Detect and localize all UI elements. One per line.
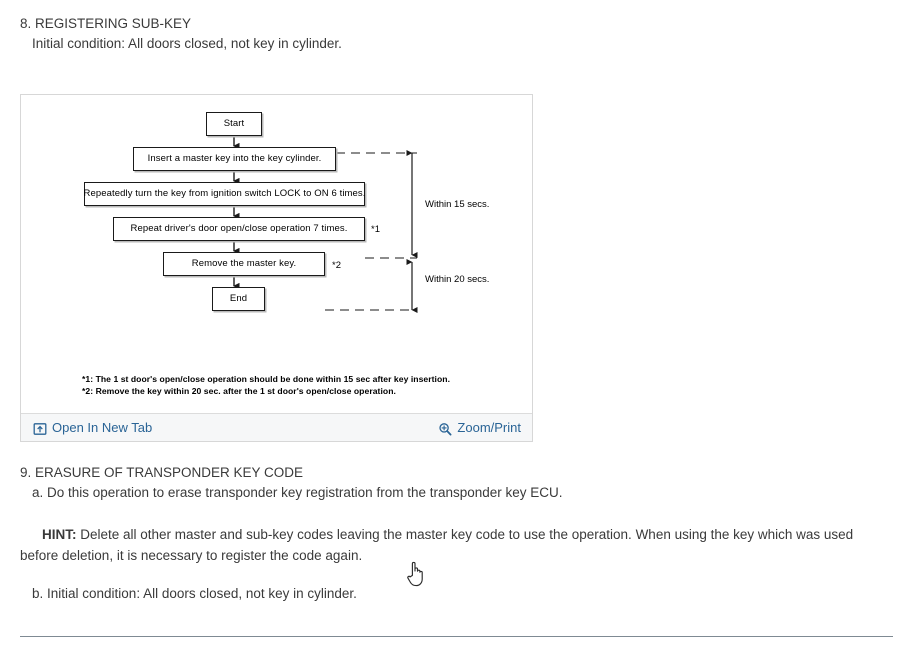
section-9-heading: 9. ERASURE OF TRANSPONDER KEY CODE (20, 465, 304, 480)
flow-node-end: End (212, 287, 265, 311)
hint-label: HINT: (42, 527, 77, 542)
magnifier-plus-icon (438, 422, 452, 436)
open-in-new-window-icon (33, 422, 47, 436)
section-9-item-b: b. Initial condition: All doors closed, … (32, 586, 357, 601)
section-8-initial-condition: Initial condition: All doors closed, not… (32, 36, 342, 51)
hint-paragraph: HINT: Delete all other master and sub-ke… (20, 524, 895, 566)
flow-node-start: Start (206, 112, 262, 136)
flow-node-turn-key-6-times: Repeatedly turn the key from ignition sw… (84, 182, 365, 206)
flowchart-connectors (232, 136, 418, 313)
bracket-label-within-20-secs: Within 20 secs. (425, 274, 490, 285)
bracket-label-within-15-secs: Within 15 secs. (425, 199, 490, 210)
section-8-heading: 8. REGISTERING SUB-KEY (20, 16, 192, 31)
zoom-print-button[interactable]: Zoom/Print (438, 418, 521, 437)
flowchart: Start Insert a master key into the key c… (21, 95, 532, 413)
flow-node-remove-master-key: Remove the master key. (163, 252, 325, 276)
figure-toolbar: Open In New Tab Zoom/Print (21, 413, 532, 441)
flow-marker-star-2: *2 (332, 260, 341, 271)
section-9-item-a: a. Do this operation to erase transponde… (32, 485, 563, 500)
figure-footnote-2: *2: Remove the key within 20 sec. after … (82, 386, 396, 396)
bottom-divider (20, 636, 893, 637)
flow-marker-star-1: *1 (371, 224, 380, 235)
figure-container: Start Insert a master key into the key c… (20, 94, 533, 442)
hint-body: Delete all other master and sub-key code… (20, 527, 854, 563)
open-in-new-tab-label: Open In New Tab (52, 420, 153, 435)
open-in-new-tab-button[interactable]: Open In New Tab (33, 418, 152, 437)
flow-node-door-open-close-7-times: Repeat driver's door open/close operatio… (113, 217, 365, 241)
flow-node-insert-master-key: Insert a master key into the key cylinde… (133, 147, 336, 171)
zoom-print-label: Zoom/Print (457, 420, 521, 435)
flowchart-image[interactable]: Start Insert a master key into the key c… (21, 95, 532, 413)
figure-footnote-1: *1: The 1 st door's open/close operation… (82, 374, 451, 384)
